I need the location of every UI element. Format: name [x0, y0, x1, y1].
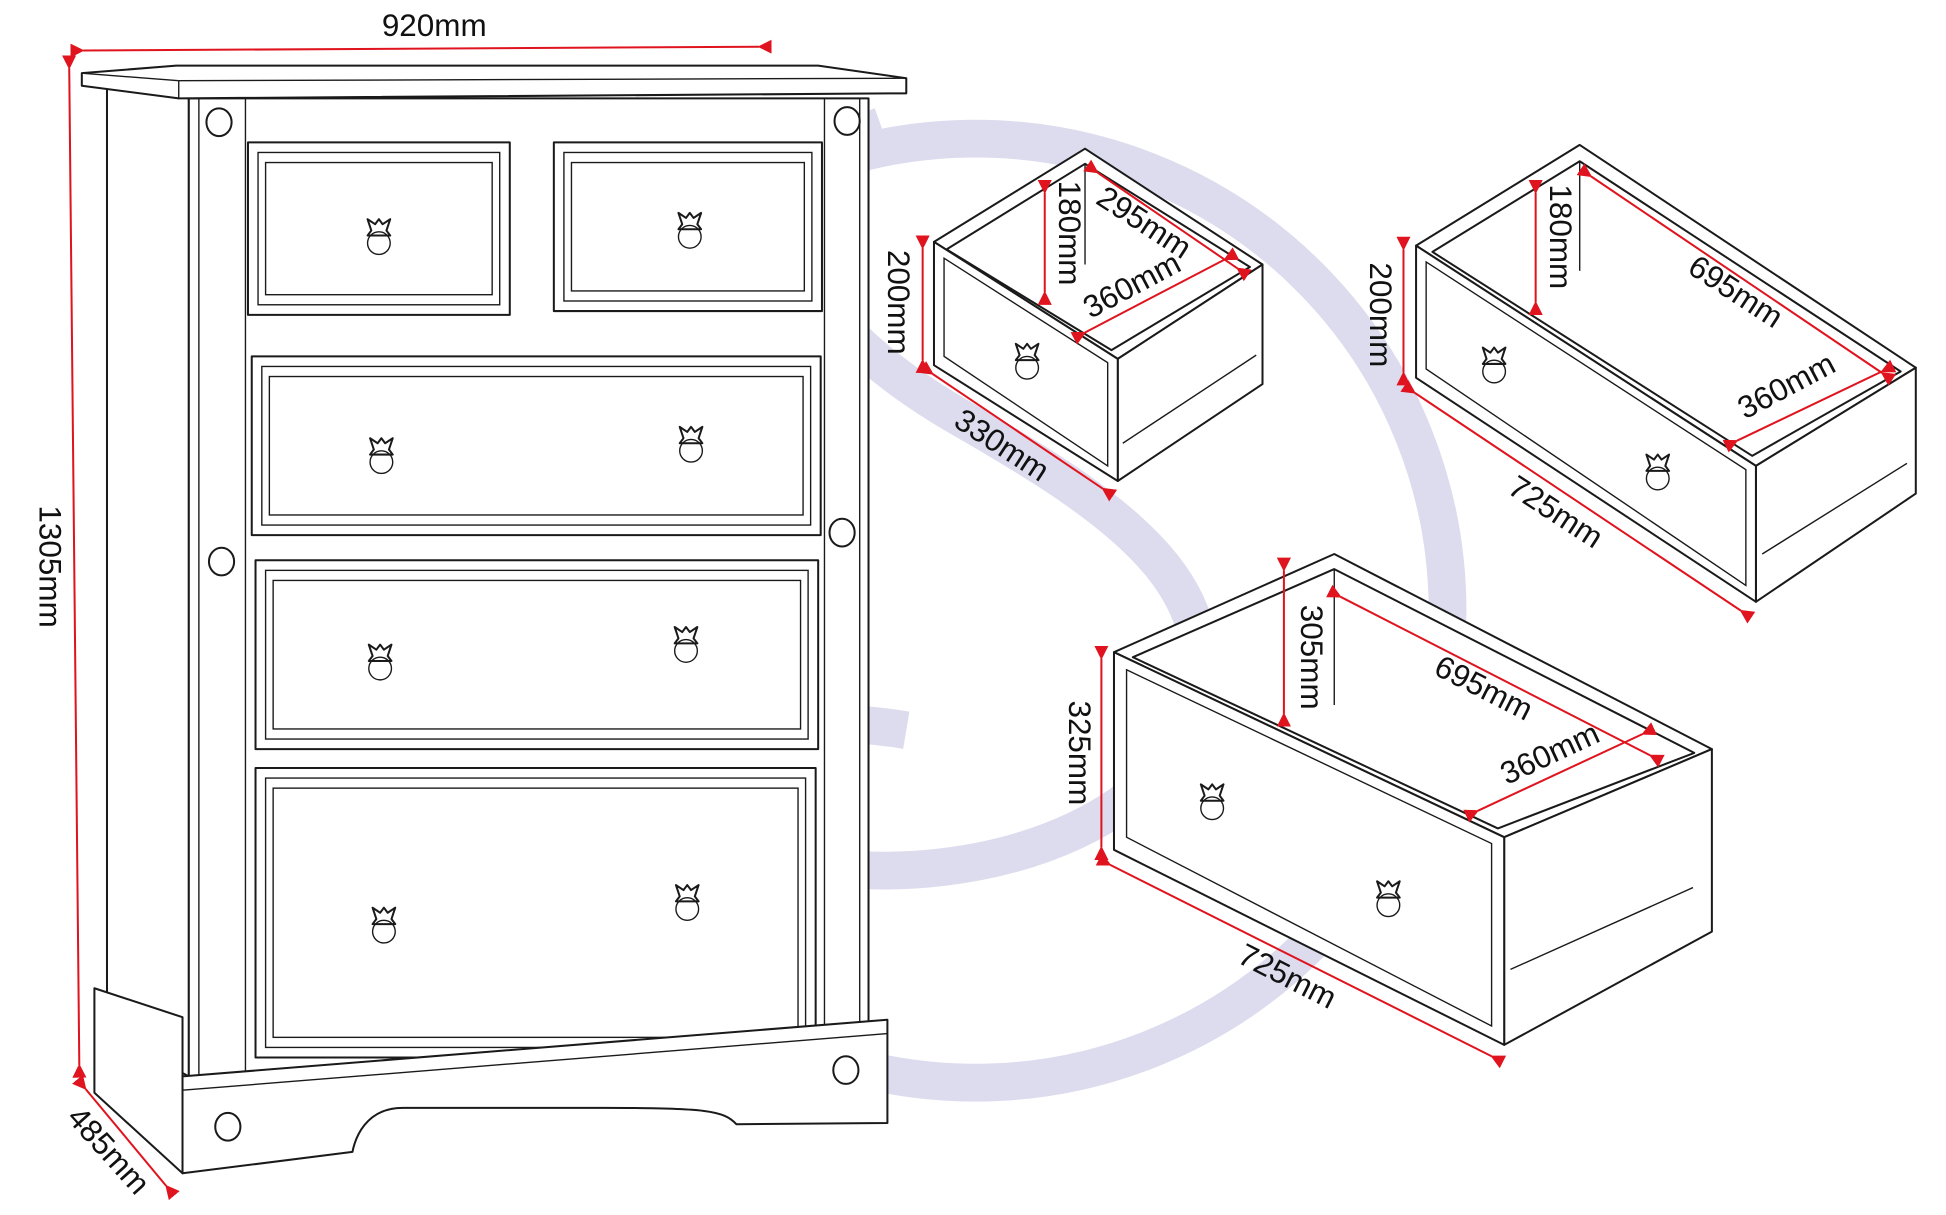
deep-drawer-front-height-label: 325mm	[1062, 700, 1097, 805]
drawer-outer-frame	[254, 559, 820, 751]
handle-backplate	[1376, 880, 1401, 899]
drawer-panel	[272, 579, 802, 730]
drawer-panel	[272, 787, 799, 1039]
handle-ring	[371, 919, 396, 944]
wide-drawer-inner-height-label: 180mm	[1543, 184, 1578, 289]
small-drawer-inner-height-label: 180mm	[1052, 181, 1087, 286]
ring-pull-handle-icon	[1014, 342, 1040, 380]
chest-width-dimension-line	[70, 39, 772, 58]
chest-depth-dimension-line	[72, 1074, 180, 1201]
handle-ring	[1200, 796, 1225, 821]
ring-pull-handle-icon	[674, 884, 700, 921]
deep-drawer-depth-line	[1463, 722, 1658, 823]
handle-backplate	[369, 437, 394, 456]
wide-drawer-width-line	[1576, 163, 1897, 386]
handle-ring	[673, 638, 699, 663]
drawer-moulding	[261, 365, 812, 526]
handle-backplate	[673, 626, 699, 645]
drawer-outer-frame	[552, 141, 823, 313]
ring-pull-handle-icon	[367, 643, 393, 681]
drawer-panel	[264, 161, 493, 296]
chest-drawer-front	[254, 559, 820, 751]
wide-drawer-depth-line	[1722, 359, 1897, 453]
handle-backplate	[1645, 453, 1671, 472]
ring-pull-handle-icon	[369, 437, 394, 475]
small-drawer-front-height-label: 200mm	[881, 250, 916, 355]
ring-pull-handle-icon	[1376, 880, 1401, 918]
deep-drawer-inner-height-label: 305mm	[1294, 605, 1329, 710]
handle-ring	[1015, 355, 1040, 380]
wide-drawer-drawing	[1415, 143, 1917, 603]
drawer-moulding	[264, 569, 809, 740]
drawer-outer-frame	[250, 355, 822, 537]
bolt-cap	[207, 546, 236, 577]
ring-pull-handle-icon	[366, 218, 392, 256]
chest-width-label: 920mm	[382, 8, 487, 43]
ring-pull-handle-icon	[1481, 346, 1507, 384]
handle-backplate	[677, 211, 703, 231]
ring-pull-handle-icon	[673, 626, 699, 663]
bolt-cap	[832, 1055, 860, 1085]
handle-ring	[1645, 466, 1670, 491]
chest-drawer-front	[254, 766, 817, 1059]
small-drawer-front-width-line	[918, 361, 1118, 502]
chest-height-dimension-line	[62, 55, 87, 1078]
handle-backplate	[1481, 346, 1507, 365]
ring-pull-handle-icon	[677, 211, 703, 249]
ring-pull-handle-icon	[678, 425, 704, 463]
wide-drawer-front-height-label: 200mm	[1363, 262, 1398, 367]
handle-backplate	[366, 218, 392, 237]
drawer-outer-frame	[254, 766, 817, 1059]
drawer-moulding	[257, 151, 501, 306]
handle-backplate	[371, 906, 397, 926]
bolt-cap	[205, 107, 233, 138]
handle-ring	[1482, 359, 1507, 384]
chest-drawer-front	[250, 355, 822, 537]
small-drawer-depth-line	[1070, 247, 1240, 345]
bolt-cap	[214, 1111, 242, 1142]
drawer-panel	[268, 375, 804, 516]
deep-drawer-front-width-line	[1095, 852, 1507, 1069]
handle-backplate	[678, 425, 704, 445]
ring-pull-handle-icon	[1645, 453, 1671, 491]
handle-ring	[369, 450, 394, 475]
handle-backplate	[1199, 783, 1225, 802]
drawer-moulding	[563, 151, 813, 302]
handle-ring	[368, 656, 393, 681]
chest-height-label: 1305mm	[33, 505, 68, 627]
ring-pull-handle-icon	[371, 906, 397, 944]
handle-ring	[1376, 893, 1401, 918]
handle-ring	[679, 438, 704, 463]
handle-backplate	[674, 884, 700, 903]
bolt-cap	[828, 517, 856, 548]
handle-backplate	[1014, 342, 1040, 362]
drawer-panel	[570, 161, 806, 292]
handle-ring	[366, 231, 391, 256]
bolt-cap	[833, 106, 861, 136]
handle-backplate	[367, 643, 393, 663]
wide-drawer-front-width-line	[1400, 379, 1756, 624]
handle-ring	[677, 224, 702, 249]
chest-of-drawers	[80, 64, 908, 1175]
ring-pull-handle-icon	[1199, 783, 1225, 821]
handle-ring	[675, 896, 700, 921]
chest-drawer-front	[552, 141, 823, 313]
